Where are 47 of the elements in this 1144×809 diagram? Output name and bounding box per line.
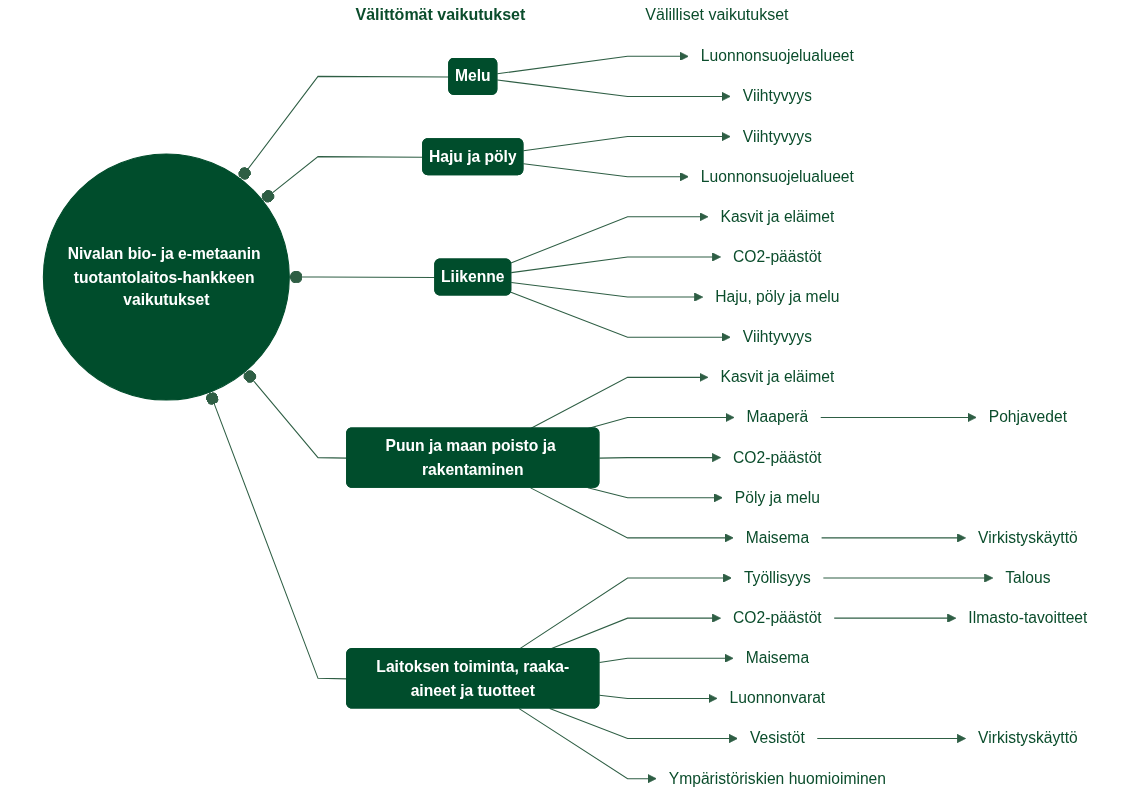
arrow [821, 533, 967, 543]
node-text: Ilmasto-tavoitteet [968, 608, 1088, 627]
arrow [599, 453, 722, 463]
node-text: Talous [1005, 568, 1051, 587]
node-text: CO2-päästöt [733, 247, 823, 266]
node-text: Pohjavedet [989, 407, 1068, 426]
arrow [817, 733, 967, 744]
arrow [497, 79, 732, 102]
node-text: Luonnonsuojelualueet [701, 167, 855, 185]
node-text: Maisema [746, 648, 810, 667]
node-text: Viihtyvyys [743, 327, 813, 346]
arrow [820, 412, 978, 423]
arrow [549, 708, 739, 744]
arrow [519, 573, 733, 650]
arrow [523, 163, 690, 182]
node-text: Työllisyys [744, 568, 812, 587]
node-text: Virkistyskäyttö [978, 728, 1079, 747]
node-text: Ympäristöriskien huomioiminen [669, 769, 887, 787]
node-text: CO2-päästöt [733, 447, 823, 466]
node-text: Kasvit ja eläimet [720, 207, 835, 225]
node-text: CO2-päästöt [733, 608, 823, 627]
node-text: Luonnonsuojelualueet [701, 46, 855, 65]
arrow [523, 132, 732, 152]
node-text: Vesistöt [750, 728, 806, 747]
node-text: Maisema [746, 528, 810, 546]
arrow [599, 653, 734, 664]
arrow [511, 252, 722, 274]
arrow [510, 212, 709, 264]
column-heading: Välilliset vaikutukset [645, 6, 789, 24]
node-text: Maaperä [746, 407, 809, 426]
column-heading: Välittömät vaikutukset [355, 6, 526, 24]
node-text: Luonnonvarat [729, 688, 826, 707]
node-circle: Nivalan bio- ja e-metaanin tuotantolaitos-hankkeen vaikutukset [43, 153, 291, 401]
arrow [599, 693, 718, 703]
arrow [519, 708, 658, 784]
arrow [511, 281, 704, 302]
node-text: Kasvit ja eläimet [720, 367, 835, 386]
node-text: Viihtyvyys [743, 86, 813, 105]
node-text: Haju, pöly ja melu [715, 287, 840, 306]
arrow [823, 573, 994, 583]
arrow [530, 487, 734, 543]
arrow [510, 291, 732, 342]
node-text: Viihtyvyys [743, 126, 813, 145]
arrow [497, 51, 690, 75]
node-text: Virkistyskäyttö [978, 528, 1079, 546]
node-text: Pöly ja melu [735, 488, 821, 506]
arrow [834, 613, 957, 623]
